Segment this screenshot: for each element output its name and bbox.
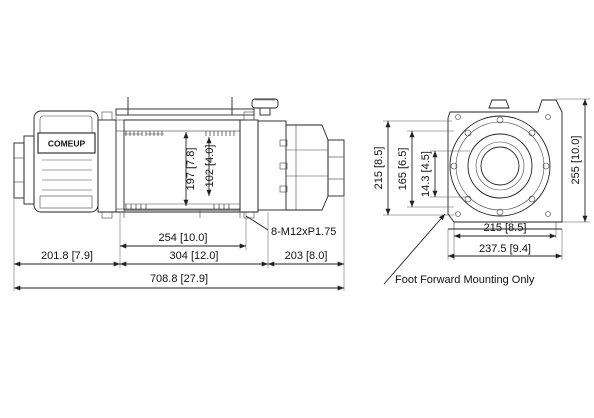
dim-end-165: 165 [6.5] (397, 131, 415, 207)
end-view: 215 [8.5] 165 [6.5] 14.3 [4.5] 255 [10.0… (373, 98, 590, 286)
dimension-label: 255 [10.0] (570, 136, 582, 185)
gear-housing (257, 120, 345, 211)
dim-197: 197 [7.8] (183, 132, 197, 206)
dim-254: 254 [10.0] (120, 232, 246, 249)
end-extension-lines (383, 98, 590, 260)
dim-end-255: 255 [10.0] (570, 99, 588, 222)
dim-102: 102 [4.0] (204, 137, 216, 196)
dimension-label: 237.5 [9.4] (479, 243, 531, 255)
side-view: COMEUP (13, 97, 345, 291)
dimension-label: 708.8 [27.9] (150, 273, 208, 285)
bolt-callout: 8-M12xP1.75 (245, 215, 336, 238)
dim-end-width-215: 215 [8.5] (454, 222, 556, 239)
foot-forward-callout: Foot Forward Mounting Only (383, 213, 535, 286)
dim-end-215: 215 [8.5] (373, 121, 391, 215)
dimension-label: 14.3 [4.5] (420, 151, 432, 197)
dimension-label: 215 [8.5] (484, 222, 527, 234)
right-end-plate (239, 111, 259, 219)
dim-end-width-237: 237.5 [9.4] (448, 243, 562, 259)
dimension-label: 304 [12.0] (170, 250, 219, 262)
left-end-plate (97, 111, 125, 219)
end-flange (449, 115, 551, 217)
dimension-label: Foot Forward Mounting Only (395, 274, 535, 286)
dim-end-143: 14.3 [4.5] (420, 151, 438, 197)
end-cap (13, 135, 35, 205)
dimension-label: 197 [7.8] (185, 148, 197, 191)
flange-bolts (450, 114, 551, 217)
drum (123, 119, 241, 211)
end-housing (447, 99, 563, 230)
side-extension-lines (13, 197, 345, 291)
dimension-label: 215 [8.5] (373, 147, 385, 190)
dimension-label: 8-M12xP1.75 (271, 226, 336, 238)
dim-203: 203 [8.0] (268, 250, 344, 267)
clutch-knob (251, 98, 279, 116)
dimension-label: 203 [8.0] (285, 250, 328, 262)
dimension-label: 165 [6.5] (397, 148, 409, 191)
dim-201: 201.8 [7.9] (14, 250, 120, 267)
dimension-label: 102 [4.0] (204, 145, 216, 188)
brand-logo: COMEUP (48, 139, 86, 149)
tie-bar (115, 97, 255, 121)
dimension-label: 201.8 [7.9] (41, 250, 93, 262)
base-feet (98, 210, 258, 218)
dim-304: 304 [12.0] (120, 250, 268, 267)
motor: COMEUP (33, 110, 99, 213)
dim-708: 708.8 [27.9] (14, 273, 344, 291)
dimension-label: 254 [10.0] (159, 232, 208, 244)
